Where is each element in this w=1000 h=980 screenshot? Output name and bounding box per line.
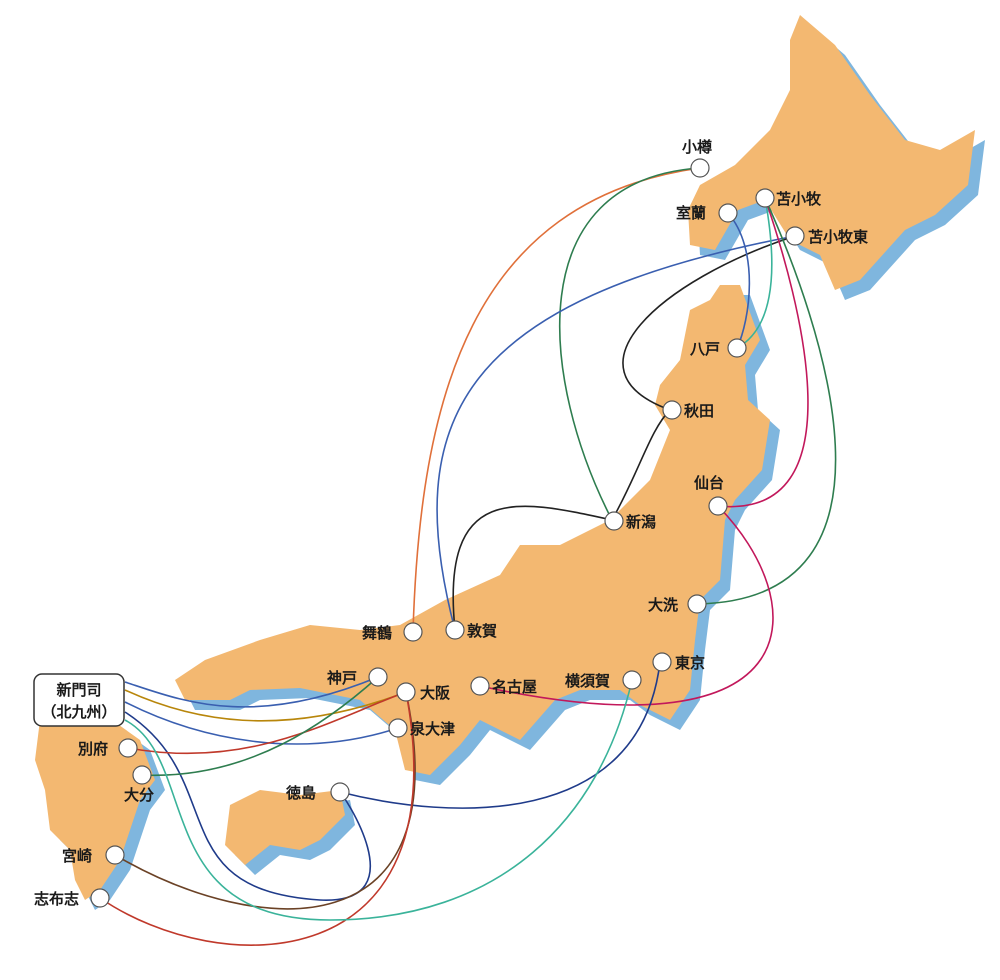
port-tomakomai[interactable]: 苫小牧 xyxy=(755,188,822,208)
port-shibushi[interactable]: 志布志 xyxy=(34,888,110,908)
port-yokosuka[interactable]: 横須賀 xyxy=(565,670,642,690)
port-tokyo[interactable]: 東京 xyxy=(652,652,705,672)
ferry-routes xyxy=(99,167,837,946)
route-oita-kobe xyxy=(141,676,379,777)
port-label-tokushima: 徳島 xyxy=(285,784,316,802)
route-miyazaki-osaka xyxy=(114,691,416,910)
route-tsuruga-akita-niigata xyxy=(452,235,796,631)
route-tomakomai-oarai xyxy=(696,197,837,605)
port-sendai[interactable]: 仙台 xyxy=(694,474,728,516)
port-label-miyazaki: 宮崎 xyxy=(62,847,92,865)
port-label-beppu: 別府 xyxy=(77,740,108,758)
port-osaka[interactable]: 大阪 xyxy=(396,682,451,702)
hokkaido xyxy=(688,15,975,290)
port-izumiotsu[interactable]: 泉大津 xyxy=(388,718,455,738)
port-label-shinmoji: 新門司 xyxy=(56,681,101,699)
land-masses xyxy=(35,15,975,900)
port-label-izumiotsu: 泉大津 xyxy=(409,720,455,738)
route-maizuru-otaru xyxy=(412,167,701,633)
port-kobe[interactable]: 神戸 xyxy=(327,667,388,687)
port-label-osaka: 大阪 xyxy=(420,684,451,702)
route-shinmoji-kobe xyxy=(124,676,379,708)
port-muroran[interactable]: 室蘭 xyxy=(676,203,738,223)
port-niigata[interactable]: 新潟 xyxy=(604,511,656,531)
port-label-tsuruga: 敦賀 xyxy=(467,622,497,640)
port-label-akita: 秋田 xyxy=(684,402,714,420)
port-miyazaki[interactable]: 宮崎 xyxy=(62,845,125,865)
route-shinmoji-izumiotsu xyxy=(124,701,399,745)
port-label-kitakyushu: （北九州） xyxy=(41,703,116,721)
route-muroran-hachinohe xyxy=(727,212,751,349)
port-label-kobe: 神戸 xyxy=(327,669,357,687)
route-niigata-otaru xyxy=(558,167,701,521)
route-tomakomai-hachinohe xyxy=(736,197,773,349)
kyushu xyxy=(35,715,155,900)
route-shibushi-osaka xyxy=(99,691,415,946)
port-label-oarai: 大洗 xyxy=(648,596,678,614)
honshu xyxy=(175,285,770,775)
port-nagoya[interactable]: 名古屋 xyxy=(470,676,537,696)
port-label-otaru: 小樽 xyxy=(682,138,712,156)
route-tomakomai-sendai xyxy=(717,197,809,508)
port-label-tokyo: 東京 xyxy=(675,654,705,672)
port-hachinohe[interactable]: 八戸 xyxy=(689,338,747,358)
port-shinmoji[interactable]: 新門司 （北九州） xyxy=(33,673,125,727)
ports: 小樽 室蘭 苫小牧 苫小牧東 八戸 秋田 仙台 新潟 xyxy=(33,138,868,908)
route-shinmoji-osaka xyxy=(124,689,407,722)
port-label-shibushi: 志布志 xyxy=(34,890,79,908)
port-tokushima[interactable]: 徳島 xyxy=(285,782,350,802)
port-label-muroran: 室蘭 xyxy=(676,204,706,222)
route-beppu-osaka xyxy=(127,691,407,755)
port-label-tomakomai: 苫小牧 xyxy=(776,190,822,208)
port-label-yokosuka: 横須賀 xyxy=(565,672,610,690)
route-tsuruga-tomakomaieast xyxy=(436,235,796,631)
port-beppu[interactable]: 別府 xyxy=(77,738,138,758)
port-akita[interactable]: 秋田 xyxy=(662,400,714,420)
port-oita[interactable]: 大分 xyxy=(124,765,154,804)
port-label-tomakomai-east: 苫小牧東 xyxy=(808,228,868,246)
route-shinmoji-tokushima-tokyo xyxy=(124,661,661,901)
port-label-hachinohe: 八戸 xyxy=(689,340,720,358)
route-sendai-nagoya xyxy=(479,505,774,706)
port-label-nagoya: 名古屋 xyxy=(492,678,537,696)
port-label-oita: 大分 xyxy=(124,786,154,804)
port-label-sendai: 仙台 xyxy=(694,474,724,492)
port-label-niigata: 新潟 xyxy=(626,513,656,531)
port-maizuru[interactable]: 舞鶴 xyxy=(362,622,423,642)
port-label-maizuru: 舞鶴 xyxy=(362,624,392,642)
port-tomakomai-east[interactable]: 苫小牧東 xyxy=(785,226,868,246)
port-oarai[interactable]: 大洗 xyxy=(648,594,707,614)
port-otaru[interactable]: 小樽 xyxy=(682,138,712,178)
port-tsuruga[interactable]: 敦賀 xyxy=(445,620,497,640)
shikoku xyxy=(225,790,345,865)
route-shinmoji-yokosuka xyxy=(124,679,633,921)
